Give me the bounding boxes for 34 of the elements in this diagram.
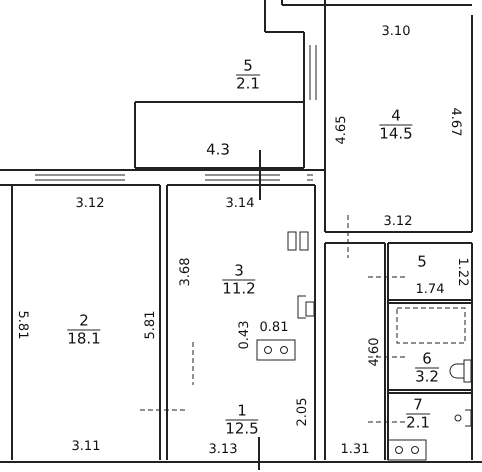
dimension-label: 3.12	[76, 197, 104, 211]
room-number: 4	[379, 108, 413, 126]
room-area: 14.5	[379, 126, 413, 142]
dimension-label: 3.14	[226, 197, 254, 211]
room-number: 5	[236, 58, 260, 76]
dimension-label: 4.67	[448, 108, 462, 136]
dimension-label: 1.74	[416, 283, 444, 297]
room-area: 18.1	[67, 330, 101, 348]
dimension-label: 1.22	[455, 258, 469, 286]
room-number: 1	[225, 402, 259, 420]
dimension-label: 3.13	[208, 443, 238, 457]
dimension-label: 0.81	[260, 321, 288, 335]
room-label: 5	[417, 254, 427, 270]
room-number: 2	[67, 312, 101, 330]
room-number: 6	[415, 350, 439, 368]
dimension-label: 3.11	[72, 440, 100, 454]
dimension-label: 4.65	[335, 116, 349, 144]
dimension-label: 2.05	[296, 398, 310, 426]
dimension-label: 3.12	[384, 215, 412, 229]
room-area: 2.1	[406, 414, 430, 432]
room-area: 12.5	[225, 420, 259, 438]
room-number: 7	[406, 396, 430, 414]
room-label: 4.3	[206, 142, 230, 158]
dimension-label: 5.81	[15, 310, 29, 340]
room-area: 3.2	[415, 368, 439, 386]
dimension-label: 3.68	[179, 258, 193, 286]
room-number: 3	[222, 262, 256, 280]
dimension-label: 4.60	[368, 338, 382, 366]
room-area: 2.1	[236, 76, 260, 92]
dimension-label: 5.81	[144, 310, 158, 340]
dimension-label: 1.31	[340, 443, 370, 457]
dimension-label: 0.43	[238, 320, 252, 350]
room-area: 11.2	[222, 280, 256, 298]
dimension-label: 3.10	[382, 25, 410, 39]
